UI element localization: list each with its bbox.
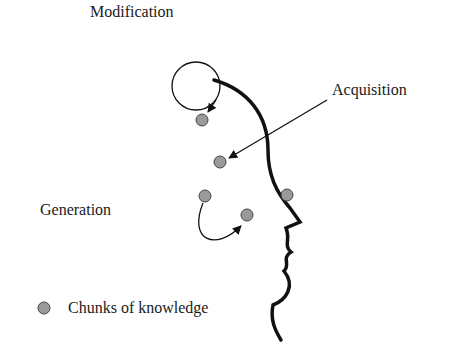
generation-arrow xyxy=(199,203,241,240)
process-label: Modification xyxy=(90,2,174,21)
modification-loop xyxy=(172,62,220,110)
knowledge-chunk xyxy=(281,189,293,201)
process-label: Generation xyxy=(40,200,111,219)
knowledge-chunk xyxy=(214,156,226,168)
knowledge-chunk xyxy=(241,209,253,221)
acquisition-arrow xyxy=(229,100,327,158)
process-label: Acquisition xyxy=(332,80,407,99)
head-profile xyxy=(214,80,300,340)
legend-text: Chunks of knowledge xyxy=(68,298,208,317)
modification-arrow xyxy=(208,100,216,112)
legend-dot xyxy=(36,300,52,316)
knowledge-chunk xyxy=(199,190,211,202)
knowledge-chunk xyxy=(196,114,208,126)
